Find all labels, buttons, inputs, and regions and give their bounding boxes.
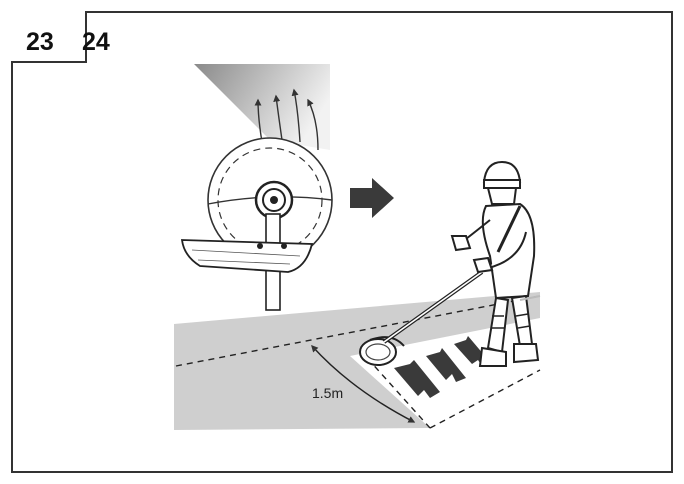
debris-spray [194,64,330,150]
figure-number-second: 24 [82,28,110,56]
mowing-scene: 1.5m [174,160,541,430]
cutter-head-detail [180,64,333,311]
figure-frame [11,11,673,473]
distance-label: 1.5m [312,385,343,401]
direction-arrow [350,178,394,218]
figure-number-first: 23 [26,28,54,56]
operator-figure [450,160,540,367]
